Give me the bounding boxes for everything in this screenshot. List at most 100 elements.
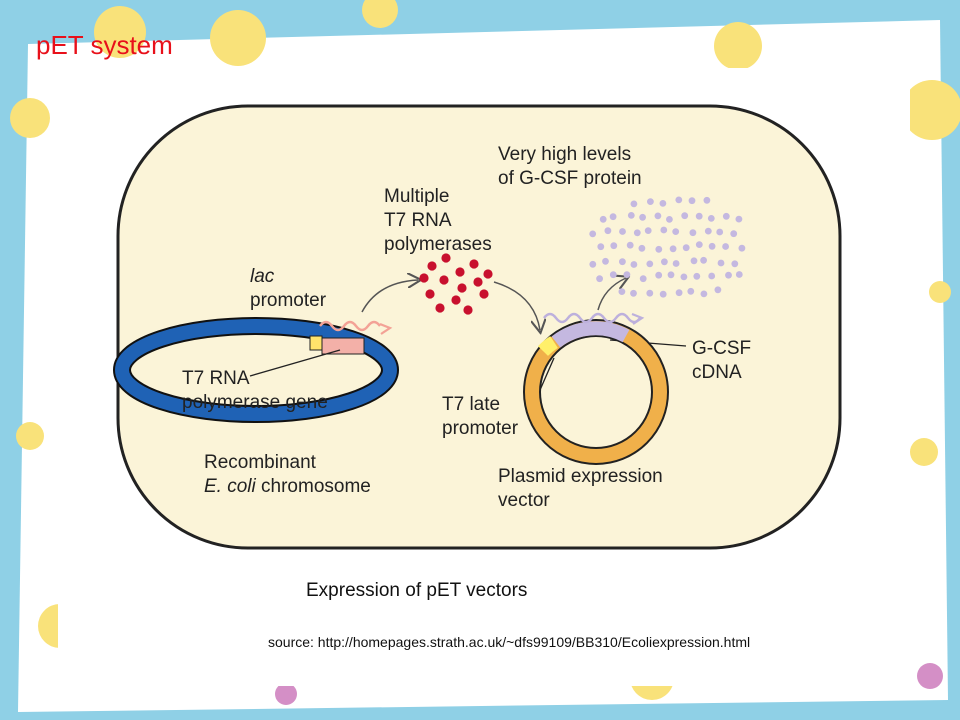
polymerase-dot	[435, 303, 445, 313]
t7-late-pointer	[539, 357, 555, 391]
protein-dot	[716, 228, 724, 236]
polymerase-dot	[419, 273, 429, 283]
protein-dot	[667, 271, 675, 279]
protein-dot	[619, 228, 626, 235]
protein-dot	[623, 271, 631, 278]
protein-dot	[646, 289, 654, 297]
protein-dot	[633, 229, 641, 237]
slide-title: pET system	[36, 30, 173, 60]
protein-dot	[717, 259, 725, 267]
polymerase-dot	[457, 283, 467, 293]
polymerase-dot	[473, 277, 483, 287]
yellow-dot-decoration	[10, 98, 50, 138]
lac-mrna-wave	[319, 320, 381, 332]
protein-dot	[714, 286, 722, 294]
protein-dot	[682, 244, 690, 252]
protein-dot	[666, 216, 673, 223]
protein-dot	[597, 243, 605, 251]
protein-dot	[725, 271, 732, 279]
protein-dot	[639, 213, 646, 221]
protein-dot	[604, 227, 612, 235]
protein-dot	[589, 260, 597, 268]
protein-dot	[672, 260, 680, 267]
yellow-dot-decoration	[94, 6, 146, 58]
t7-late-promoter-label: T7 late promoter	[442, 394, 519, 439]
yellow-dot-decoration	[16, 422, 44, 450]
polymerase-dot	[441, 253, 451, 263]
protein-dot	[626, 241, 634, 249]
yellow-dot-decoration	[714, 22, 762, 70]
yellow-dot-decoration	[362, 0, 398, 28]
protein-dot	[695, 241, 703, 249]
protein-dot	[735, 215, 743, 223]
protein-dot	[688, 197, 696, 205]
protein-dot	[646, 260, 654, 268]
arrow-to-polymerases-icon	[361, 280, 418, 313]
polymerase-dot	[427, 261, 437, 271]
protein-dot	[675, 289, 683, 297]
yellow-dot-decoration	[902, 80, 960, 140]
figure-caption: Expression of pET vectors	[306, 580, 528, 601]
protein-dot	[722, 243, 729, 250]
protein-dot	[675, 196, 683, 204]
protein-dot	[655, 271, 663, 279]
protein-dot	[609, 213, 617, 221]
protein-dot	[669, 245, 677, 253]
protein-dot	[708, 242, 716, 250]
protein-dot	[700, 290, 708, 298]
protein-dot	[647, 198, 654, 206]
protein-dot	[693, 272, 701, 280]
protein-dot	[708, 272, 716, 280]
protein-dot	[738, 244, 746, 252]
protein-dot	[681, 212, 689, 220]
protein-dot	[630, 200, 638, 208]
yellow-dot-decoration	[929, 281, 951, 303]
protein-dot	[655, 245, 663, 253]
gcsf-mrna-arrow-icon	[631, 312, 645, 325]
plasmid-vector-label: Plasmid expression vector	[498, 466, 668, 511]
pet-diagram: lac promoter T7 RNA polymerase gene Reco…	[113, 104, 842, 550]
protein-dot	[695, 212, 703, 220]
pink-dot-decoration	[917, 663, 943, 689]
protein-dot	[638, 244, 646, 252]
protein-dot	[700, 256, 707, 264]
protein-dot	[619, 258, 626, 266]
protein-dot	[596, 275, 603, 283]
arrow-to-plasmid-icon	[493, 281, 540, 330]
protein-dot	[659, 200, 667, 207]
protein-dot	[730, 230, 738, 238]
protein-dot	[630, 261, 638, 268]
protein-dot	[627, 212, 635, 219]
t7-gene-pointer	[249, 349, 341, 377]
protein-dot	[722, 212, 730, 220]
gcsf-cdna-segment	[551, 321, 630, 348]
polymerase-dot	[483, 269, 493, 279]
protein-dot	[687, 287, 695, 295]
protein-dot	[609, 271, 617, 279]
protein-dot	[589, 230, 597, 238]
chromosome-label: Recombinant E. coli chromosome	[204, 452, 371, 497]
ecoli-chromosome	[115, 319, 397, 421]
t7-gene-label: T7 RNA polymerase gene	[182, 368, 328, 413]
protein-dot	[661, 258, 668, 266]
figure-panel: lac promoter T7 RNA polymerase gene Reco…	[58, 68, 910, 686]
t7-rna-polymerase-dots	[419, 253, 493, 315]
polymerase-dot	[479, 289, 489, 299]
protein-dot	[680, 273, 688, 281]
protein-dot	[731, 260, 739, 268]
protein-dot	[704, 227, 712, 235]
protein-dot	[659, 290, 667, 298]
lac-promoter-label: lac promoter	[250, 266, 327, 311]
source-citation: source: http://homepages.strath.ac.uk/~d…	[268, 634, 751, 650]
gcsf-cdna-label: G-CSF cDNA	[692, 338, 756, 383]
protein-dot	[703, 196, 711, 204]
polymerase-dot	[451, 295, 461, 305]
lac-mrna-arrow-icon	[379, 322, 393, 335]
gcsf-mrna-wave	[543, 312, 641, 324]
protein-dot	[639, 275, 647, 283]
protein-dot	[610, 242, 618, 250]
protein-dot	[690, 257, 698, 265]
protein-dot	[644, 227, 652, 235]
polymerase-dot	[463, 305, 473, 315]
protein-dot	[618, 288, 626, 295]
